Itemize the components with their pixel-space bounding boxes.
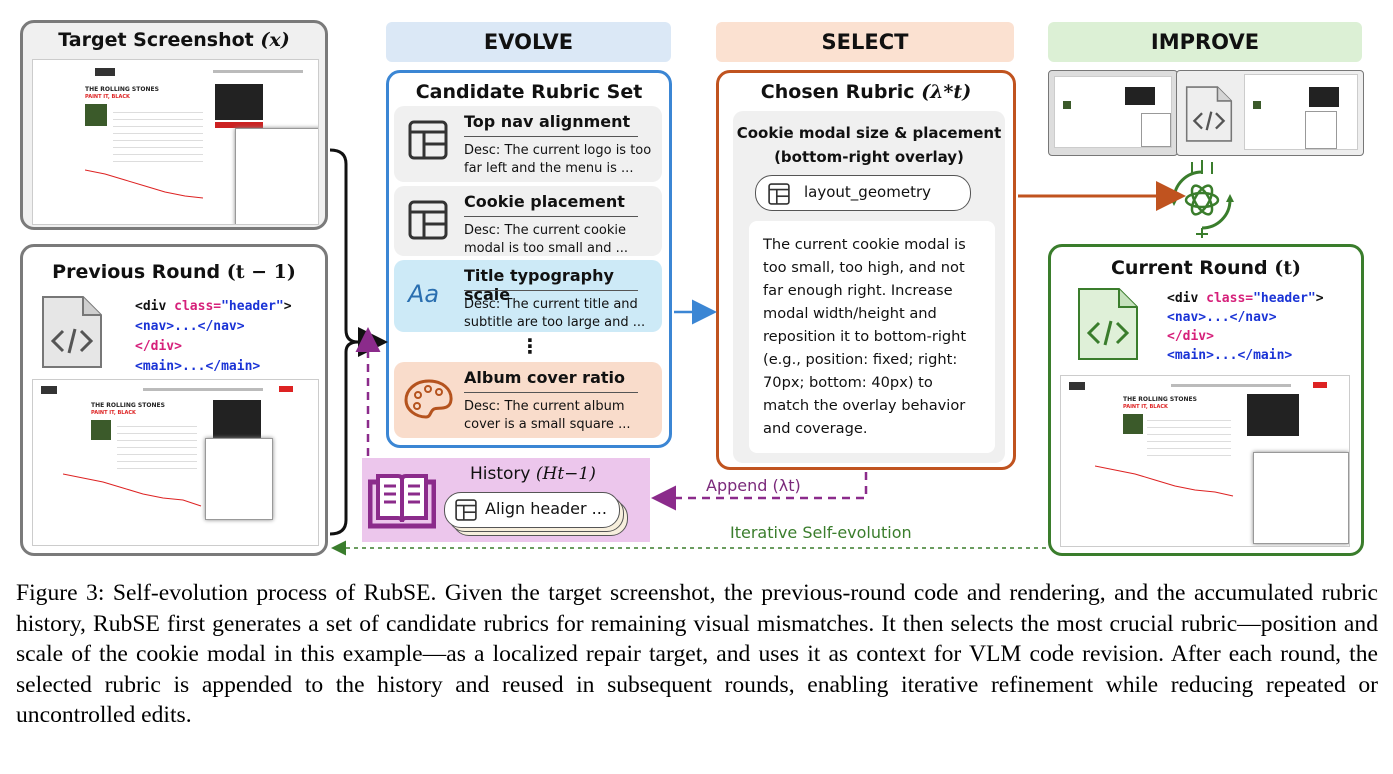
history-title: History bbox=[470, 464, 531, 484]
rubric-card-top-nav: Top nav alignment Desc: The current logo… bbox=[394, 106, 662, 182]
history-item: Align header ... bbox=[444, 492, 620, 528]
layout-icon bbox=[408, 120, 448, 160]
previous-site-subtitle: PAINT IT, BLACK bbox=[91, 410, 136, 416]
chosen-var: (λ*t) bbox=[921, 81, 972, 103]
iterative-label: Iterative Self-evolution bbox=[730, 523, 912, 542]
chosen-rubric-description bbox=[749, 221, 995, 453]
code-file-icon bbox=[1185, 86, 1233, 142]
previous-code: <div class="header"> <nav>...</nav> </di… bbox=[135, 299, 292, 374]
rubric-card-cookie-placement: Cookie placement Desc: The current cooki… bbox=[394, 186, 662, 256]
previous-round-panel: Previous Round (t − 1) <div class="heade… bbox=[20, 244, 328, 556]
target-screenshot-thumbnail: THE ROLLING STONES PAINT IT, BLACK bbox=[32, 59, 319, 225]
chosen-rubric-panel: Chosen Rubric (λ*t) Cookie modal size & … bbox=[716, 70, 1016, 470]
current-rendering-thumbnail: THE ROLLING STONES PAINT IT, BLACK bbox=[1060, 375, 1350, 547]
rubric-card-album-cover: Album cover ratio Desc: The current albu… bbox=[394, 362, 662, 438]
previous-site-title: THE ROLLING STONES bbox=[91, 402, 165, 409]
previous-var: (t − 1) bbox=[226, 261, 296, 283]
previous-title: Previous Round bbox=[52, 261, 221, 283]
target-screenshot-panel: Target Screenshot (x) THE ROLLING STONES… bbox=[20, 20, 328, 230]
book-icon bbox=[368, 474, 436, 529]
previous-cookie-modal bbox=[205, 438, 273, 520]
history-panel: History (Ht−1) Align header ... bbox=[362, 458, 650, 542]
code-file-icon bbox=[42, 296, 102, 368]
rubric-card-title-typography: Aa Title typography scale Desc: The curr… bbox=[394, 260, 662, 332]
target-title: Target Screenshot bbox=[58, 29, 254, 51]
chosen-title: Chosen Rubric bbox=[760, 81, 915, 103]
append-label: Append (λt) bbox=[706, 476, 801, 495]
current-round-panel: Current Round (t) <div class="header"> <… bbox=[1048, 244, 1364, 556]
target-cookie-modal bbox=[235, 128, 318, 224]
target-site-subtitle: PAINT IT, BLACK bbox=[85, 94, 130, 100]
improve-inputs bbox=[1048, 70, 1364, 156]
typography-icon: Aa bbox=[408, 280, 440, 308]
layout-icon bbox=[768, 183, 790, 205]
target-site-title: THE ROLLING STONES bbox=[85, 86, 159, 93]
history-var: (Ht−1) bbox=[535, 464, 596, 484]
chosen-rubric-name-line1: Cookie modal size & placement bbox=[736, 124, 1002, 142]
target-var: (x) bbox=[260, 29, 290, 51]
chosen-rubric-card: Cookie modal size & placement (bottom-ri… bbox=[733, 111, 1005, 463]
improve-target-thumbnail bbox=[1054, 76, 1172, 148]
previous-rendering-thumbnail: THE ROLLING STONES PAINT IT, BLACK bbox=[32, 379, 319, 546]
code-file-icon bbox=[1078, 288, 1138, 360]
layout-icon bbox=[408, 200, 448, 240]
current-var: (t) bbox=[1274, 257, 1302, 279]
more-rubrics-ellipsis: ⋮ bbox=[520, 334, 540, 358]
current-title: Current Round bbox=[1110, 257, 1268, 279]
chosen-rubric-name-line2: (bottom-right overlay) bbox=[774, 148, 964, 166]
improve-previous-thumbnail bbox=[1244, 74, 1358, 150]
current-cookie-modal bbox=[1253, 452, 1349, 544]
figure-caption: Figure 3: Self-evolution process of RubS… bbox=[16, 580, 1378, 728]
current-code: <div class="header"> <nav>...</nav> </di… bbox=[1167, 291, 1324, 363]
evolve-header: EVOLVE bbox=[386, 22, 671, 62]
select-header: SELECT bbox=[716, 22, 1014, 62]
current-site-title: THE ROLLING STONES bbox=[1123, 396, 1197, 403]
candidate-title: Candidate Rubric Set bbox=[415, 81, 643, 103]
flow-arrows bbox=[329, 148, 1186, 556]
improve-header: IMPROVE bbox=[1048, 22, 1362, 62]
palette-icon bbox=[404, 379, 453, 419]
layout-icon bbox=[455, 499, 477, 521]
current-site-subtitle: PAINT IT, BLACK bbox=[1123, 404, 1168, 410]
layout-geometry-tag: layout_geometry bbox=[755, 175, 971, 211]
